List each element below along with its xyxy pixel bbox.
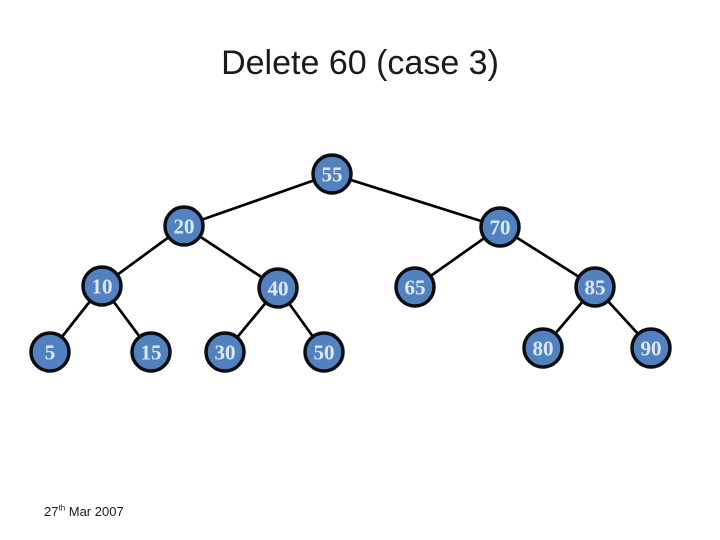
tree-node-circle-85 (574, 266, 616, 308)
slide-title: Delete 60 (case 3) (221, 44, 499, 82)
tree-node-circle-70 (479, 206, 521, 248)
tree-node-90: 90 (630, 327, 672, 369)
tree-node-circle-40 (257, 267, 299, 309)
tree-node-50: 50 (303, 331, 345, 373)
tree-node-circle-10 (81, 265, 123, 307)
tree-node-30: 30 (204, 331, 246, 373)
tree-node-label-65: 65 (405, 275, 426, 299)
tree-node-label-80: 80 (533, 336, 554, 360)
tree-node-circle-15 (130, 331, 172, 373)
tree-node-10: 10 (81, 265, 123, 307)
tree-node-label-5: 5 (45, 340, 56, 364)
tree-node-label-30: 30 (215, 340, 236, 364)
tree-node-label-85: 85 (585, 275, 606, 299)
tree-node-70: 70 (479, 206, 521, 248)
footer-day: 27 (44, 504, 59, 519)
tree-node-40: 40 (257, 267, 299, 309)
tree-node-label-20: 20 (174, 214, 195, 238)
tree-node-circle-50 (303, 331, 345, 373)
tree-node-label-55: 55 (322, 162, 343, 186)
tree-node-circle-80 (522, 327, 564, 369)
tree-node-circle-90 (630, 327, 672, 369)
tree-node-circle-30 (204, 331, 246, 373)
tree-node-85: 85 (574, 266, 616, 308)
tree-node-circle-65 (394, 266, 436, 308)
tree-node-circle-5 (29, 331, 71, 373)
tree-node-55: 55 (311, 153, 353, 195)
footer-ordinal: th (58, 503, 66, 513)
tree-node-20: 20 (163, 205, 205, 247)
tree-node-label-70: 70 (490, 215, 511, 239)
tree-node-65: 65 (394, 266, 436, 308)
tree-node-label-90: 90 (641, 336, 662, 360)
tree-node-5: 5 (29, 331, 71, 373)
tree-node-label-40: 40 (268, 276, 289, 300)
tree-node-label-15: 15 (141, 340, 162, 364)
footer-rest: Mar 2007 (65, 504, 124, 519)
tree-node-label-10: 10 (92, 274, 113, 298)
slide-footer-date: 27th Mar 2007 (44, 504, 124, 519)
tree-edge-55-70 (331, 172, 501, 229)
tree-node-circle-55 (311, 153, 353, 195)
tree-node-15: 15 (130, 331, 172, 373)
tree-node-label-50: 50 (314, 340, 335, 364)
tree-edge-55-20 (183, 172, 333, 228)
tree-node-80: 80 (522, 327, 564, 369)
tree-node-circle-20 (163, 205, 205, 247)
